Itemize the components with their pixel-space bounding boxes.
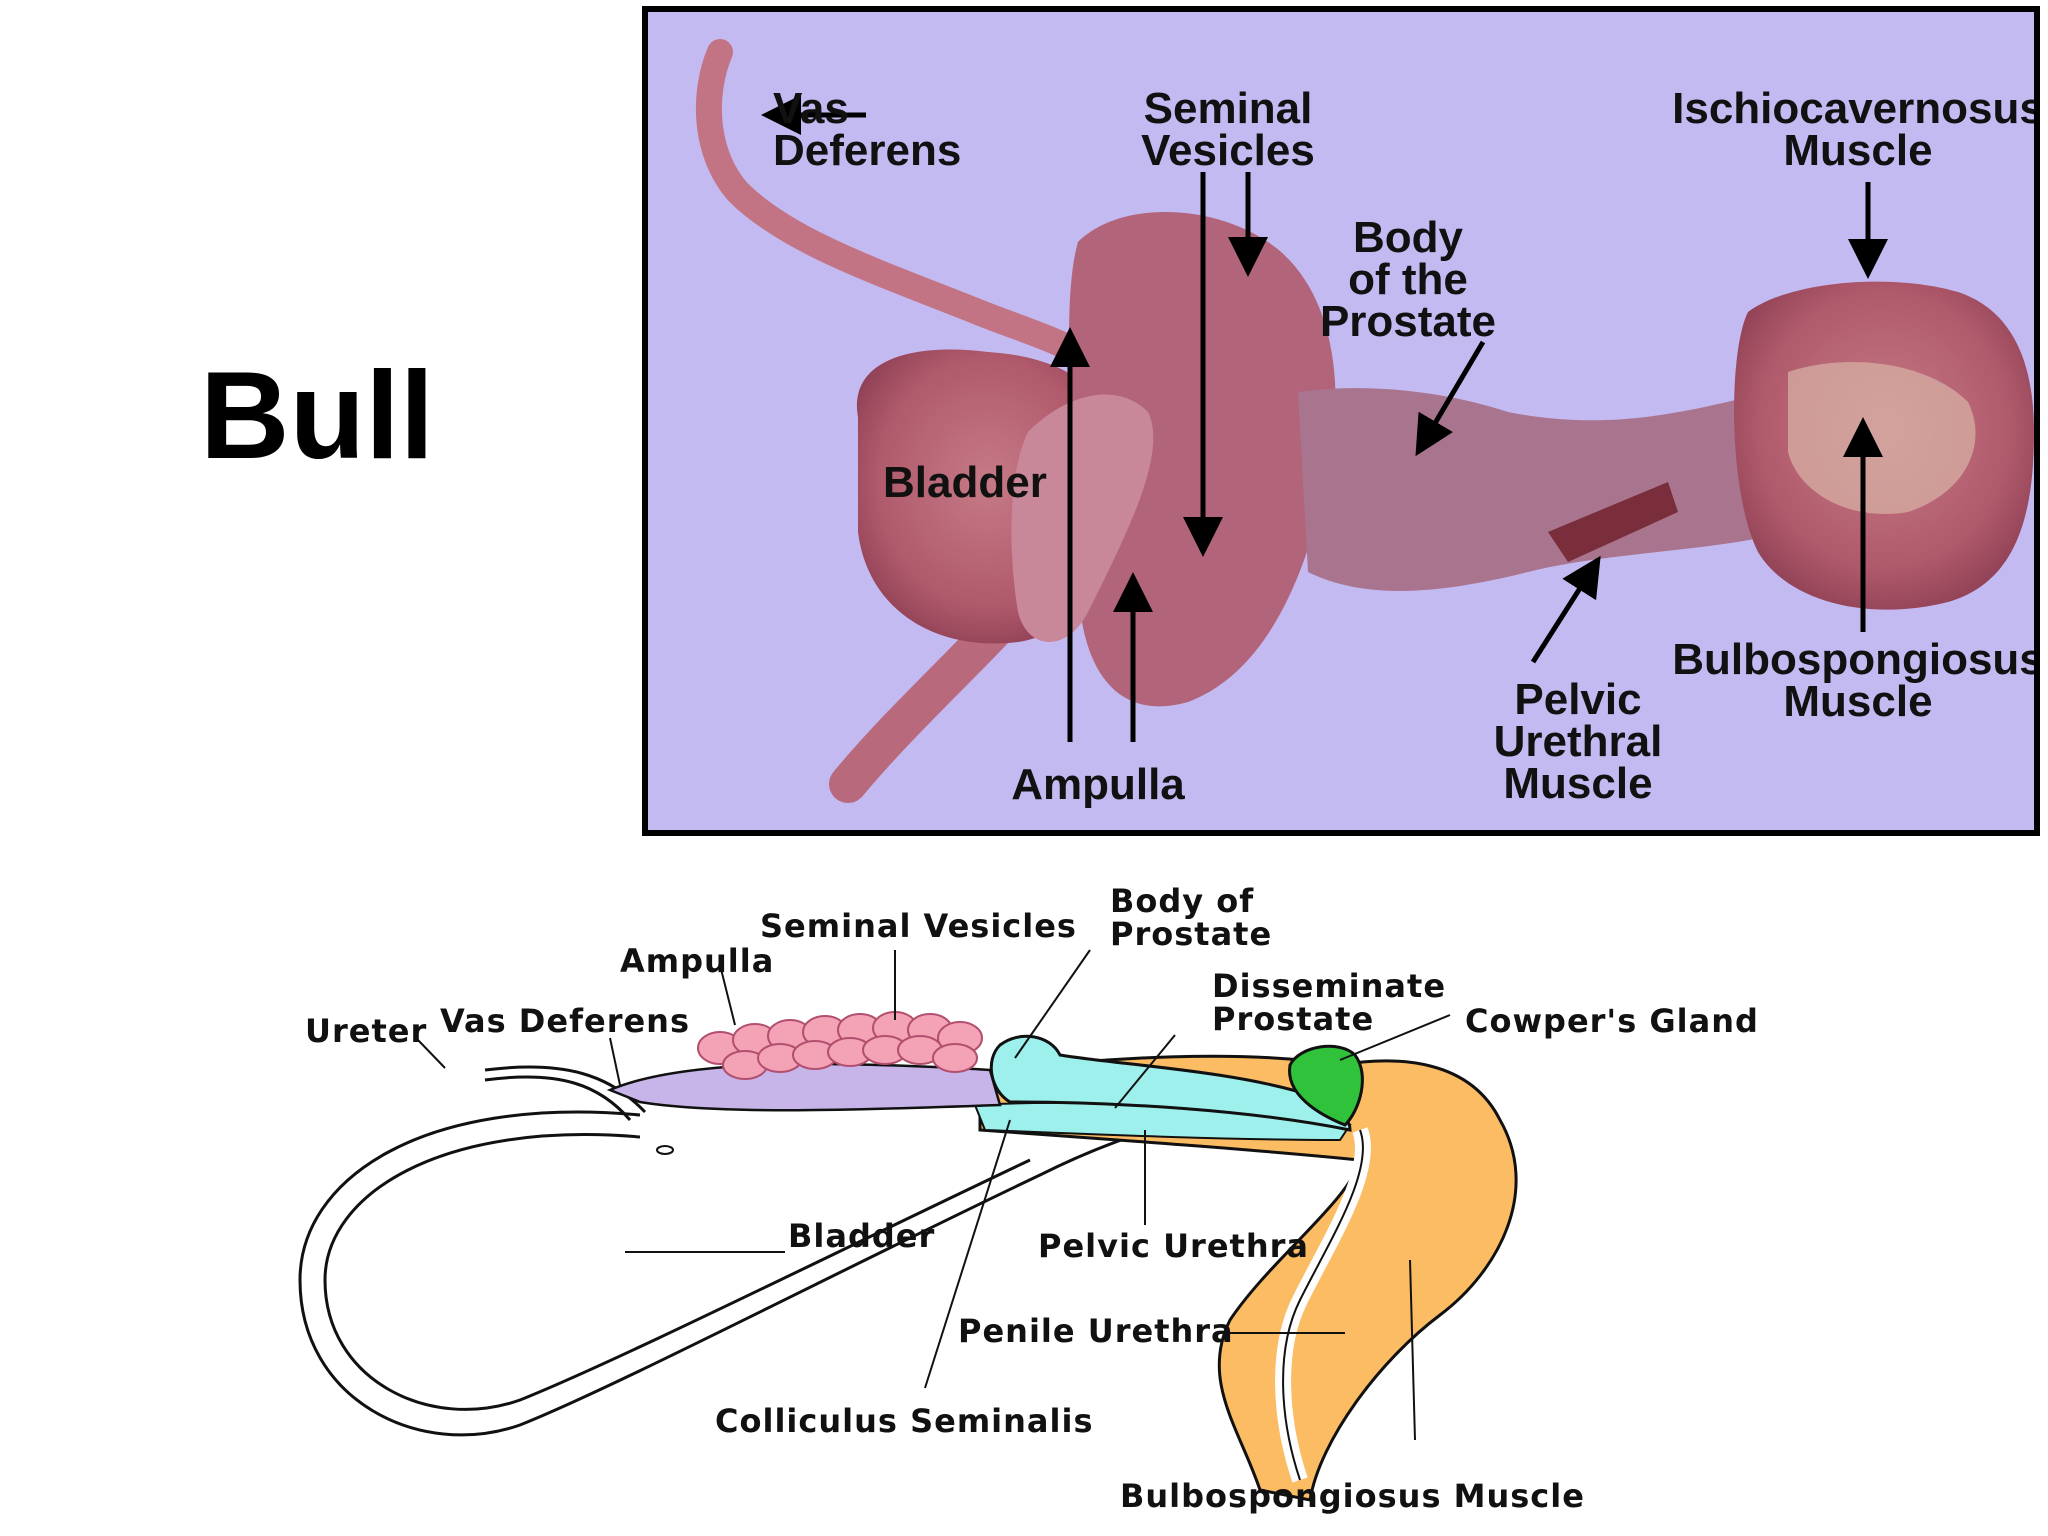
diagram-bladder — [298, 1106, 1362, 1437]
photo-label-ischiocavernosus: Ischiocavernosus Muscle — [1672, 84, 2040, 175]
photo-ampulla — [1011, 394, 1154, 642]
photo-label-bladder: Bladder — [883, 458, 1047, 507]
diagram-label-ureter: Ureter — [305, 1012, 428, 1050]
diagram-label-ampulla: Ampulla — [620, 942, 775, 980]
dissection-photo-panel: Vas Deferens Seminal Vesicles Ischiocave… — [642, 6, 2040, 836]
photo-label-pelvic-urethral-muscle: Pelvic Urethral Muscle — [1493, 675, 1663, 808]
photo-label-body-prostate: Body of the Prostate — [1319, 213, 1497, 346]
diagram-ampulla — [606, 1062, 1002, 1112]
slide-title: Bull — [200, 347, 435, 485]
diagram-ureter — [484, 1075, 632, 1121]
photo-label-ampulla: Ampulla — [1011, 760, 1185, 809]
photo-dark-band — [1548, 482, 1678, 562]
diagram-label-cowpers-gland: Cowper's Gland — [1465, 1002, 1759, 1040]
diagram-label-colliculus-seminalis: Colliculus Seminalis — [715, 1402, 1094, 1440]
diagram-label-disseminate-prostate: Disseminate Prostate — [1212, 967, 1447, 1038]
diagram-cowpers-gland — [1288, 1044, 1364, 1127]
diagram-label-bulbospongiosus-muscle: Bulbospongiosus Muscle — [1120, 1477, 1585, 1515]
diagram-ureter-opening — [656, 1145, 674, 1155]
diagram-bladder-inner — [323, 1133, 1031, 1411]
photo-vas-deferens — [695, 39, 1101, 375]
diagram-leader-lines — [417, 949, 1451, 1441]
diagram-penile-urethra-edge — [1282, 1129, 1364, 1481]
photo-label-bulbospongiosus: Bulbospongiosus Muscle — [1672, 635, 2040, 726]
anatomy-diagram: Ureter Vas Deferens Ampulla Seminal Vesi… — [0, 840, 2048, 1536]
diagram-label-seminal-vesicles: Seminal Vesicles — [760, 907, 1077, 945]
diagram-label-body-prostate: Body of Prostate — [1110, 882, 1273, 953]
diagram-label-vas-deferens: Vas Deferens — [440, 1002, 690, 1040]
diagram-seminal-vesicles — [697, 1011, 983, 1080]
photo-label-seminal-vesicles: Seminal Vesicles — [1141, 84, 1315, 175]
diagram-label-bladder: Bladder — [788, 1217, 936, 1255]
diagram-label-pelvic-urethra: Pelvic Urethra — [1038, 1227, 1309, 1265]
diagram-label-penile-urethra: Penile Urethra — [958, 1312, 1234, 1350]
photo-arrows — [761, 95, 1888, 742]
photo-label-vas-deferens: Vas Deferens — [773, 84, 962, 175]
diagram-drawing — [298, 949, 1518, 1502]
dissection-photo — [648, 12, 2034, 830]
